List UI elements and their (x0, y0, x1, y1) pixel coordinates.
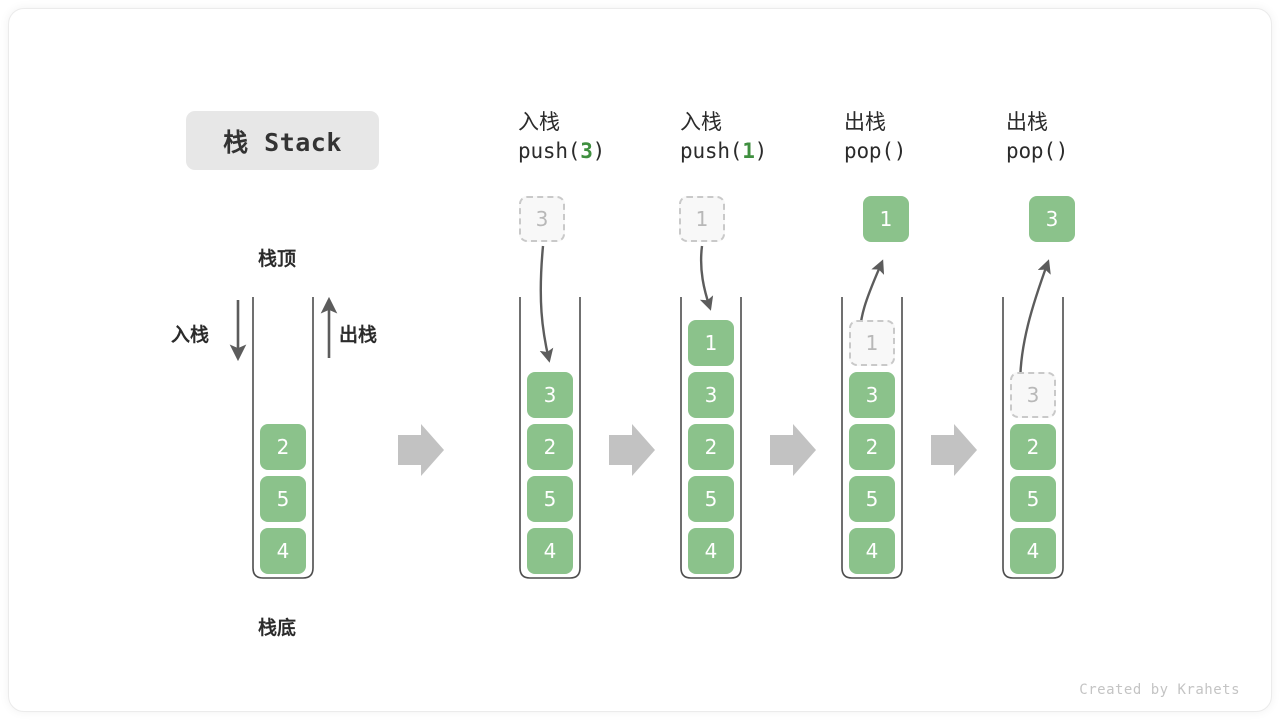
column-header-code: pop() (844, 137, 1024, 166)
outgoing-element: 3 (1029, 196, 1075, 242)
stack-element: 2 (849, 424, 895, 470)
stack-element: 5 (527, 476, 573, 522)
column-header-cn: 入栈 (680, 110, 722, 134)
footer-credit: Created by Krahets (1079, 682, 1240, 698)
code-suffix: ) (893, 138, 907, 163)
title-chip-label: 栈 Stack (223, 127, 342, 157)
code-prefix: pop( (844, 138, 894, 163)
code-prefix: push( (680, 138, 743, 163)
label-stack-bottom: 栈底 (258, 617, 297, 639)
stack-element: 4 (688, 528, 734, 574)
label-pop: 出栈 (339, 324, 378, 346)
column-header-push-1: 入栈 push(1) (680, 108, 860, 166)
column-header-cn: 出栈 (1006, 110, 1048, 134)
code-prefix: pop( (1006, 138, 1056, 163)
column-header-cn: 入栈 (518, 110, 560, 134)
code-suffix: ) (754, 138, 768, 163)
stack-element: 2 (527, 424, 573, 470)
column-header-push-3: 入栈 push(3) (518, 108, 698, 166)
stack-element: 3 (688, 372, 734, 418)
stack-element: 4 (849, 528, 895, 574)
column-header-pop-3: 出栈 pop() (1006, 108, 1186, 166)
incoming-element: 3 (519, 196, 565, 242)
column-header-cn: 出栈 (844, 110, 886, 134)
column-header-code: push(3) (518, 137, 698, 166)
code-number: 3 (580, 138, 593, 163)
stack-element: 5 (260, 476, 306, 522)
label-stack-top: 栈顶 (258, 248, 297, 270)
code-suffix: ) (1055, 138, 1069, 163)
column-header-code: pop() (1006, 137, 1186, 166)
stack-element: 4 (260, 528, 306, 574)
stack-element: 5 (1010, 476, 1056, 522)
stack-element: 3 (527, 372, 573, 418)
code-number: 1 (742, 138, 755, 163)
code-suffix: ) (592, 138, 606, 163)
stack-element: 1 (688, 320, 734, 366)
code-prefix: push( (518, 138, 581, 163)
stack-element: 4 (527, 528, 573, 574)
stack-element: 2 (688, 424, 734, 470)
stack-element: 4 (1010, 528, 1056, 574)
stack-element: 5 (688, 476, 734, 522)
title-chip: 栈 Stack (186, 111, 379, 170)
stack-element: 3 (849, 372, 895, 418)
column-header-pop-1: 出栈 pop() (844, 108, 1024, 166)
column-header-code: push(1) (680, 137, 860, 166)
label-push: 入栈 (171, 324, 210, 346)
stack-element: 2 (260, 424, 306, 470)
outgoing-element: 1 (863, 196, 909, 242)
removed-element-slot: 1 (849, 320, 895, 366)
incoming-element: 1 (679, 196, 725, 242)
removed-element-slot: 3 (1010, 372, 1056, 418)
stack-element: 5 (849, 476, 895, 522)
stack-element: 2 (1010, 424, 1056, 470)
